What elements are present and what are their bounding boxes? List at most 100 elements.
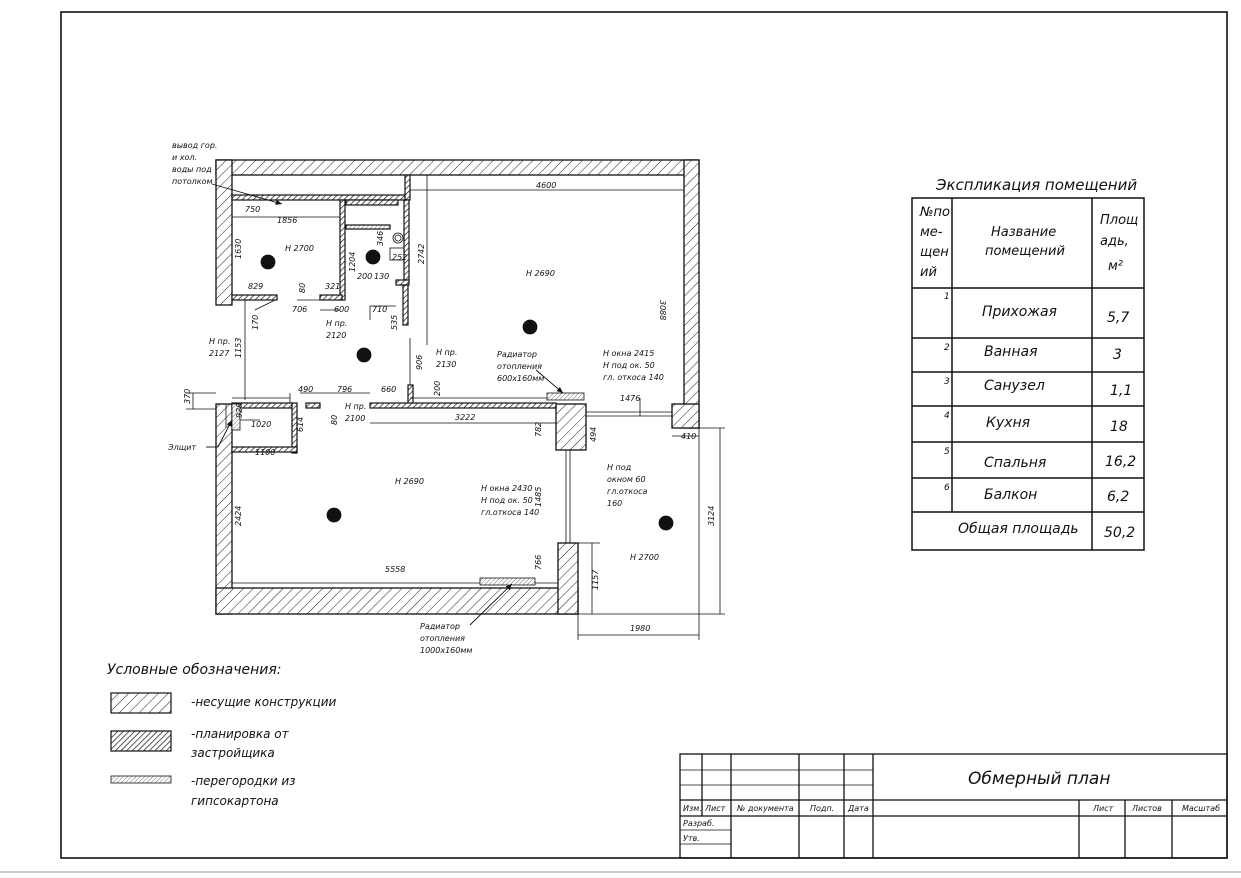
title-block-title: Обмерный план xyxy=(968,769,1110,789)
dim-766: 766 xyxy=(534,555,543,570)
explication-title: Экспликация помещений xyxy=(935,176,1137,194)
note-win-bed-a: Н окна 2430 xyxy=(481,484,532,493)
leaders xyxy=(206,183,564,626)
wall-top xyxy=(215,159,700,176)
legend-item-developer-1: -планировка от xyxy=(191,727,290,741)
note-win-balc-b: окном 60 xyxy=(607,475,646,484)
room-row-5-name: Спальня xyxy=(984,455,1046,471)
room-row-6-name: Балкон xyxy=(984,487,1037,503)
dim-1485: 1485 xyxy=(534,487,543,507)
dim-829: 829 xyxy=(248,282,263,291)
dim-706: 706 xyxy=(292,305,307,314)
drawing-frame xyxy=(60,11,1228,859)
hdr-name-2: помещений xyxy=(985,244,1065,259)
note-hpr-2127b: 2127 xyxy=(209,349,230,358)
dim-130: 130 xyxy=(374,272,389,281)
hdr-name-1: Название xyxy=(991,225,1056,240)
dim-370: 370 xyxy=(183,389,192,404)
note-hpr-2120b: 2120 xyxy=(326,331,346,340)
legend-item-developer-2: застройщика xyxy=(191,746,275,760)
legend-title: Условные обозначения: xyxy=(107,662,281,678)
dim-1476: 1476 xyxy=(620,394,640,403)
tb-row-utv: Утв. xyxy=(683,834,700,843)
dim-1020: 1020 xyxy=(251,420,271,429)
note-rad2-b: отопления xyxy=(420,634,465,643)
total-area: 50,2 xyxy=(1104,525,1135,541)
wall-right-kitchen xyxy=(683,159,700,429)
tb-right-list: Лист xyxy=(1092,804,1114,813)
title-block: Обмерный план Изм. Лист № документа Подп… xyxy=(679,753,1228,859)
note-rad1-a: Радиатор xyxy=(497,350,537,359)
legend-swatch-load xyxy=(110,692,172,714)
note-water-4: потолком xyxy=(172,177,213,186)
dim-321: 321 xyxy=(325,282,340,291)
note-h2690-bed: Н 2690 xyxy=(395,477,424,486)
dim-926: 926 xyxy=(235,403,244,418)
tb-col-izm: Изм. xyxy=(683,804,702,813)
dim-1204: 1204 xyxy=(348,252,357,272)
tb-col-date: Дата xyxy=(847,804,869,813)
note-win-balc-d: 160 xyxy=(607,499,622,508)
legend-item-load: -несущие конструкции xyxy=(191,695,337,709)
note-win-bed-b: Н под ок. 50 xyxy=(481,496,533,505)
dim-80a: 80 xyxy=(298,283,307,293)
dim-1100: 1100 xyxy=(255,448,275,457)
tb-col-sign: Подп. xyxy=(810,804,834,813)
note-hpr-2130a: Н пр. xyxy=(436,348,457,357)
explication-table: Экспликация помещений №по ме- щен ий Наз… xyxy=(911,176,1145,551)
legend: Условные обозначения: -несущие конструкц… xyxy=(107,662,337,808)
dim-3124: 3124 xyxy=(707,506,716,526)
room-row-1-num: 1 xyxy=(944,292,950,302)
note-hpr-2130b: 2130 xyxy=(436,360,456,369)
note-win-balc-a: Н под xyxy=(607,463,632,472)
note-win-kitchen-a: Н окна 2415 xyxy=(603,349,654,358)
room-numbers xyxy=(260,249,674,531)
floor-plan xyxy=(215,159,700,615)
dim-614: 614 xyxy=(296,417,305,432)
note-hpr-2100b: 2100 xyxy=(345,414,365,423)
dim-750: 750 xyxy=(245,205,260,214)
dim-490: 490 xyxy=(298,385,313,394)
dim-3088: 3088 xyxy=(658,300,667,320)
dim-782: 782 xyxy=(534,422,543,437)
legend-item-gypsum-2: гипсокартона xyxy=(191,794,279,808)
dim-600: 600 xyxy=(334,305,349,314)
note-hpr-2100a: Н пр. xyxy=(345,402,366,411)
wall-right-bedroom xyxy=(557,542,579,615)
legend-swatch-gypsum xyxy=(110,775,172,784)
room-row-4-name: Кухня xyxy=(986,415,1030,431)
room-num-6: 6 xyxy=(663,519,669,529)
hdr-num-1: №по xyxy=(919,205,950,220)
dim-535: 535 xyxy=(390,315,399,330)
dim-4600: 4600 xyxy=(536,181,556,190)
note-win-kitchen-c: гл. откоса 140 xyxy=(603,373,664,382)
room-row-3-num: 3 xyxy=(944,377,950,387)
dim-906: 906 xyxy=(415,355,424,370)
dim-3222: 3222 xyxy=(455,413,475,422)
dim-1153: 1153 xyxy=(234,338,243,358)
dim-2742: 2742 xyxy=(417,244,426,264)
note-rad1-c: 600х160мм xyxy=(497,374,544,383)
room-num-4: 4 xyxy=(527,323,533,333)
dim-5558: 5558 xyxy=(385,565,405,574)
hdr-num-3: щен xyxy=(920,245,949,260)
note-h2690-kitchen: Н 2690 xyxy=(526,269,555,278)
dim-1157: 1157 xyxy=(591,569,600,590)
dim-346: 346 xyxy=(376,231,385,246)
note-rad1-b: отопления xyxy=(497,362,542,371)
tb-row-razrab: Разраб. xyxy=(683,819,714,828)
room-num-2: 2 xyxy=(265,258,271,268)
note-hpr-2127a: Н пр. xyxy=(209,337,230,346)
room-row-2-area: 3 xyxy=(1113,347,1122,363)
hdr-area-1: Площ xyxy=(1100,213,1138,228)
dim-710: 710 xyxy=(372,305,387,314)
total-label: Общая площадь xyxy=(958,521,1079,537)
tb-right-listov: Листов xyxy=(1131,804,1162,813)
wall-bottom xyxy=(215,587,579,615)
hdr-area-3: м² xyxy=(1108,259,1123,274)
dim-494: 494 xyxy=(589,427,598,442)
room-row-6-area: 6,2 xyxy=(1107,489,1129,505)
note-win-bed-c: гл.откоса 140 xyxy=(481,508,539,517)
note-win-balc-c: гл.откоса xyxy=(607,487,648,496)
